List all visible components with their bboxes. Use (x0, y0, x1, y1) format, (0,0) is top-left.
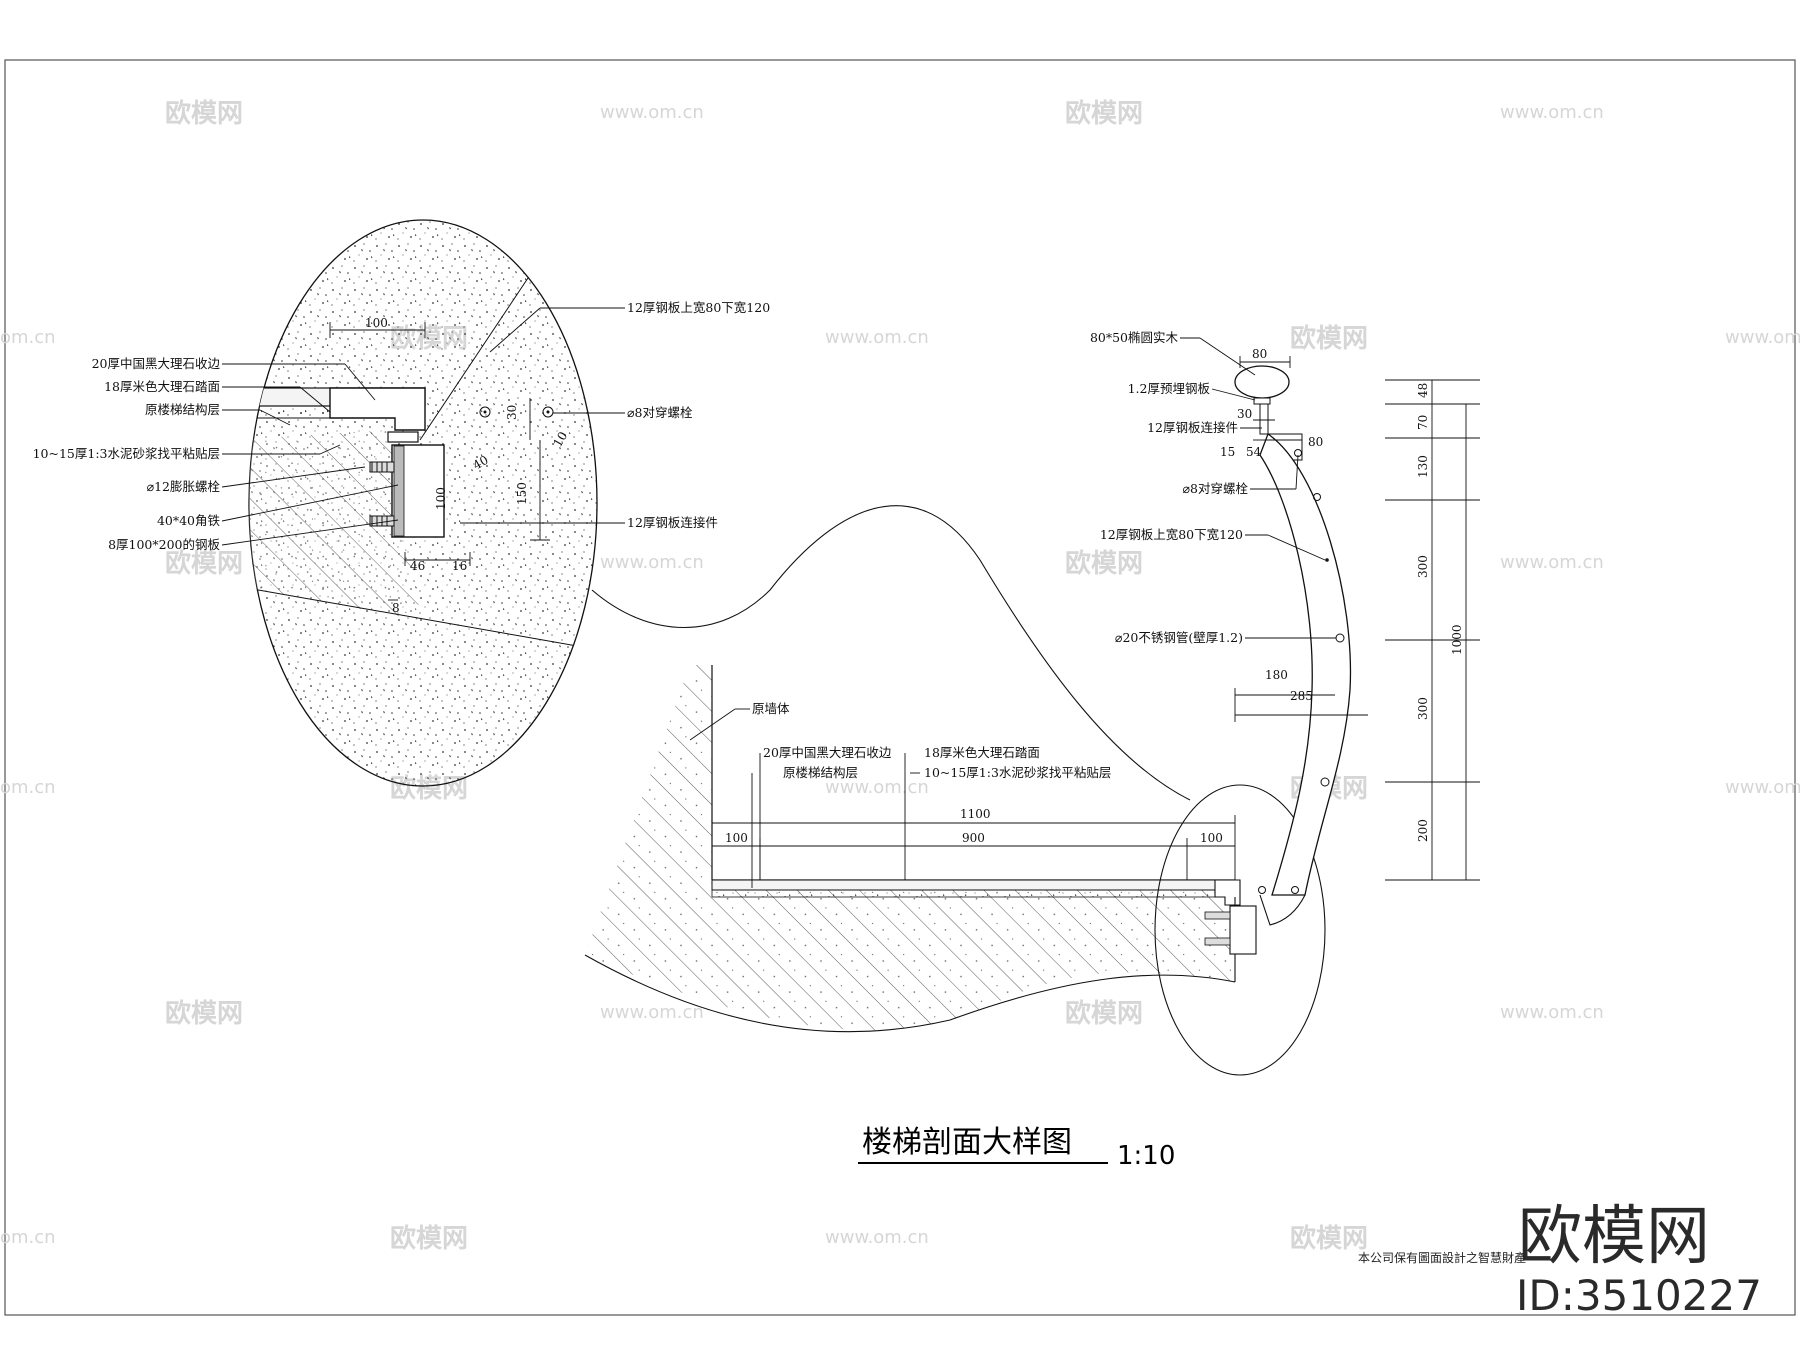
callout-connector-curve (591, 505, 1191, 801)
svg-text:70: 70 (1416, 415, 1430, 430)
svg-text:www.om.cn: www.om.cn (1725, 327, 1800, 348)
label-black-marble-edge: 20厚中国黑大理石收边 (92, 356, 221, 371)
drawing-scale: 1:10 (1117, 1141, 1175, 1171)
svg-text:100: 100 (434, 487, 448, 510)
label-stainless-tube: ⌀20不锈钢管(壁厚1.2) (1115, 630, 1243, 645)
svg-text:www.om.cn: www.om.cn (600, 552, 704, 573)
svg-text:om.cn: om.cn (0, 1227, 56, 1248)
sheet-border (4, 59, 1796, 1316)
label-wood-handrail: 80*50椭圆实木 (1090, 330, 1179, 345)
section-callout-bubble (1154, 784, 1326, 1076)
svg-text:48: 48 (1416, 383, 1430, 398)
svg-text:8: 8 (392, 601, 400, 615)
svg-text:100: 100 (365, 316, 388, 330)
label-steel-connector: 12厚钢板连接件 (627, 515, 718, 530)
drawing-title: 楼梯剖面大样图 (862, 1125, 1072, 1160)
svg-text:om.cn: om.cn (0, 777, 56, 798)
svg-text:www.om.cn: www.om.cn (1500, 1002, 1604, 1023)
svg-text:40: 40 (471, 453, 491, 473)
label-embedded-plate: 1.2厚预埋钢板 (1128, 381, 1211, 396)
svg-text:80: 80 (1308, 435, 1323, 449)
section-labels: 原墙体 20厚中国黑大理石收边 原楼梯结构层 18厚米色大理石踏面 10~15厚… (689, 701, 1111, 888)
svg-text:54: 54 (1246, 445, 1262, 459)
label-handrail-plate: 12厚钢板上宽80下宽120 (1100, 527, 1243, 542)
label-original-wall: 原墙体 (752, 701, 790, 716)
handrail-labels: 80*50椭圆实木 1.2厚预埋钢板 12厚钢板连接件 ⌀8对穿螺栓 12厚钢板… (1090, 330, 1336, 645)
svg-text:欧模网: 欧模网 (1290, 323, 1368, 354)
stair-section: 1100 100 900 100 (584, 665, 1257, 1033)
svg-text:180: 180 (1265, 668, 1288, 682)
label-section-black-marble: 20厚中国黑大理石收边 (763, 745, 892, 760)
svg-text:欧模网: 欧模网 (165, 548, 243, 579)
label-steel-plate: 8厚100*200的钢板 (108, 537, 220, 552)
label-steel-plate-tapered: 12厚钢板上宽80下宽120 (627, 300, 770, 315)
svg-text:16: 16 (452, 559, 467, 573)
svg-text:15: 15 (1220, 445, 1235, 459)
svg-text:130: 130 (1416, 455, 1430, 478)
svg-text:1000: 1000 (1450, 624, 1464, 655)
brand-logo-block: 欧模网 本公司保有圖面設計之智慧財產 ID:3510227 (1358, 1200, 1762, 1320)
svg-text:www.om.cn: www.om.cn (1725, 777, 1800, 798)
label-beige-marble-tread: 18厚米色大理石踏面 (104, 379, 220, 394)
label-handrail-bolt: ⌀8对穿螺栓 (1183, 481, 1249, 496)
drawing-id: ID:3510227 (1516, 1271, 1762, 1320)
svg-text:欧模网: 欧模网 (1065, 998, 1143, 1029)
label-mortar-layer: 10~15厚1:3水泥砂浆找平粘贴层 (33, 446, 220, 461)
label-section-structure: 原楼梯结构层 (783, 765, 858, 780)
label-section-mortar: 10~15厚1:3水泥砂浆找平粘贴层 (924, 765, 1111, 780)
label-angle-iron: 40*40角铁 (157, 513, 221, 528)
label-section-beige-tread: 18厚米色大理石踏面 (924, 745, 1040, 760)
label-structure-layer: 原楼梯结构层 (145, 402, 220, 417)
svg-text:30: 30 (1237, 407, 1252, 421)
left-detail-labels: 20厚中国黑大理石收边 18厚米色大理石踏面 原楼梯结构层 10~15厚1:3水… (33, 300, 771, 552)
svg-text:10: 10 (550, 429, 570, 449)
label-expansion-bolt: ⌀12膨胀螺栓 (147, 479, 221, 494)
svg-text:欧模网: 欧模网 (1065, 548, 1143, 579)
svg-text:www.om.cn: www.om.cn (825, 777, 929, 798)
svg-text:1100: 1100 (960, 807, 991, 821)
svg-text:46: 46 (410, 559, 425, 573)
label-handrail-connector: 12厚钢板连接件 (1147, 420, 1238, 435)
svg-text:欧模网: 欧模网 (390, 1223, 468, 1254)
svg-text:285: 285 (1290, 689, 1313, 703)
svg-text:www.om.cn: www.om.cn (1500, 102, 1604, 123)
copyright-note: 本公司保有圖面設計之智慧財產 (1358, 1250, 1526, 1265)
svg-text:www.om.cn: www.om.cn (1500, 552, 1604, 573)
svg-text:30: 30 (505, 405, 519, 420)
svg-text:om.cn: om.cn (0, 327, 56, 348)
svg-text:欧模网: 欧模网 (165, 998, 243, 1029)
label-through-bolt: ⌀8对穿螺栓 (627, 405, 693, 420)
svg-text:www.om.cn: www.om.cn (825, 1227, 929, 1248)
svg-text:www.om.cn: www.om.cn (600, 1002, 704, 1023)
svg-text:欧模网: 欧模网 (1290, 1223, 1368, 1254)
svg-text:100: 100 (725, 831, 748, 845)
svg-text:300: 300 (1416, 697, 1430, 720)
svg-text:200: 200 (1416, 819, 1430, 842)
drawing-title-block: 楼梯剖面大样图 1:10 (858, 1125, 1175, 1171)
svg-text:150: 150 (515, 482, 529, 505)
brand-logo: 欧模网 (1518, 1200, 1710, 1274)
left-detail-bubble: 100 30 10 40 100 150 46 16 8 (248, 219, 598, 787)
watermarks: 欧模网 www.om.cn 欧模网 www.om.cn om.cn 欧模网 ww… (0, 98, 1800, 1254)
svg-text:www.om.cn: www.om.cn (825, 327, 929, 348)
svg-text:300: 300 (1416, 555, 1430, 578)
svg-text:欧模网: 欧模网 (165, 98, 243, 129)
svg-text:欧模网: 欧模网 (1065, 98, 1143, 129)
svg-text:900: 900 (962, 831, 985, 845)
handrail-detail: 80 30 15 54 80 180 285 48 70 130 300 300… (1220, 347, 1480, 926)
svg-text:www.om.cn: www.om.cn (600, 102, 704, 123)
svg-text:100: 100 (1200, 831, 1223, 845)
svg-text:80: 80 (1252, 347, 1267, 361)
